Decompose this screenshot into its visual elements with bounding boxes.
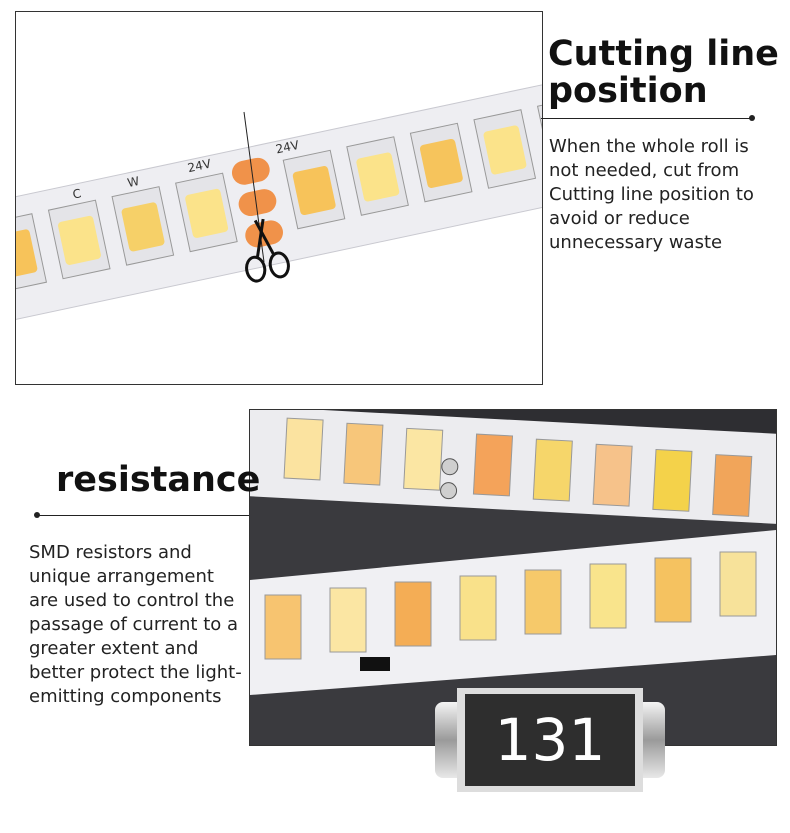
resistance-divider-dot bbox=[34, 512, 40, 518]
cut-pads bbox=[231, 157, 283, 248]
cutting-description: When the whole roll is not needed, cut f… bbox=[549, 136, 754, 253]
resistance-title: resistance bbox=[56, 460, 261, 500]
cold-label: C bbox=[71, 186, 82, 201]
resistance-description: SMD resistors and unique arrangement are… bbox=[29, 542, 242, 707]
led-strip-illustration: 24V 24V C W bbox=[16, 68, 542, 333]
cutting-line-title: Cutting line position bbox=[548, 34, 779, 111]
scissors-icon bbox=[245, 218, 290, 283]
cut-pad-middle bbox=[238, 189, 277, 217]
upper-strip bbox=[250, 410, 776, 524]
cutting-divider bbox=[541, 118, 753, 119]
resistance-divider bbox=[37, 515, 249, 516]
resistor-strip-illustration bbox=[250, 410, 776, 745]
voltage-label-left: 24V bbox=[186, 156, 213, 175]
led-row bbox=[16, 95, 542, 293]
lower-strip bbox=[250, 530, 776, 695]
voltage-label-right: 24V bbox=[274, 138, 301, 157]
cutting-photo-panel: 24V 24V C W bbox=[15, 11, 543, 385]
resistor-chip-closeup: 131 bbox=[435, 688, 665, 792]
resistor-code: 131 bbox=[465, 694, 635, 786]
cutting-divider-dot bbox=[749, 115, 755, 121]
cut-pad-top bbox=[231, 157, 270, 185]
resistance-photo-panel bbox=[249, 409, 777, 746]
small-resistor bbox=[360, 657, 390, 671]
warm-label: W bbox=[126, 174, 141, 190]
